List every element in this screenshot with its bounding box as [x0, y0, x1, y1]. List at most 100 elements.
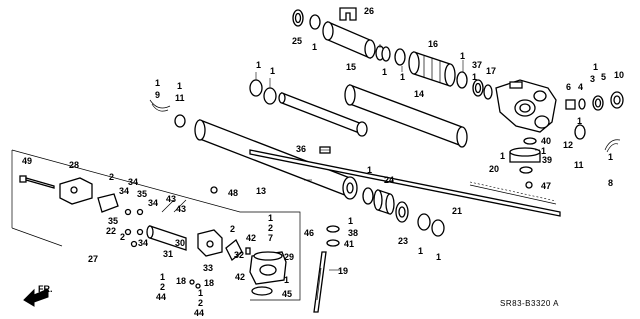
callout-7: 7 [268, 233, 273, 243]
callout-44: 44 [194, 308, 204, 318]
part-39-washer [519, 166, 533, 174]
callout-14: 14 [414, 89, 424, 99]
callout-18: 18 [176, 276, 186, 286]
part-47-bolt [525, 181, 533, 189]
part-ring-mid2 [394, 48, 406, 66]
callout-8: 8 [608, 178, 613, 188]
part-14-boot [344, 84, 468, 148]
callout-2: 2 [230, 224, 235, 234]
callout-1: 1 [593, 62, 598, 72]
callout-1: 1 [348, 216, 353, 226]
callout-11: 11 [175, 93, 185, 103]
callout-1: 1 [382, 67, 387, 77]
part-gearbox-housing [495, 79, 557, 133]
callout-1: 1 [284, 275, 289, 285]
part-19-pinion-shaft [313, 251, 327, 313]
part-26-clip [339, 7, 357, 21]
callout-18: 18 [204, 278, 214, 288]
callout-1: 1 [500, 151, 505, 161]
callout-1: 1 [312, 42, 317, 52]
part-25-seal [292, 9, 304, 27]
part-45-oring [251, 286, 273, 296]
callout-2: 2 [120, 232, 125, 242]
callout-1: 1 [436, 252, 441, 262]
callout-27: 27 [88, 254, 98, 264]
callout-46: 46 [304, 228, 314, 238]
diagram-code: SR83-B3320 A [500, 299, 559, 308]
part-9-clip [149, 99, 171, 112]
part-40-washer [523, 137, 537, 145]
part-16-valve-body [408, 51, 456, 87]
part-6-nut [565, 99, 576, 110]
part-2-gasket [225, 238, 243, 262]
callout-9: 9 [155, 90, 160, 100]
part-5-spring [592, 95, 604, 111]
callout-2: 2 [160, 282, 165, 292]
part-24-bushing [373, 189, 395, 215]
callout-33: 33 [203, 263, 213, 273]
callout-23: 23 [398, 236, 408, 246]
callout-34: 34 [148, 198, 158, 208]
callout-48: 48 [228, 188, 238, 198]
callout-1: 1 [268, 213, 273, 223]
part-tube-upper [278, 92, 368, 137]
callout-15: 15 [346, 62, 356, 72]
callout-5: 5 [601, 72, 606, 82]
part-11-ring-right [574, 124, 586, 140]
part-38-washer [326, 225, 340, 233]
callout-41: 41 [344, 239, 354, 249]
callout-30: 30 [175, 238, 185, 248]
callout-45: 45 [282, 289, 292, 299]
callout-2: 2 [198, 298, 203, 308]
callout-2: 2 [268, 223, 273, 233]
callout-16: 16 [428, 39, 438, 49]
callout-47: 47 [541, 181, 551, 191]
part-ring-mid [381, 46, 391, 62]
part-15-valve-housing [322, 21, 385, 61]
callout-12: 12 [563, 140, 573, 150]
callout-1: 1 [367, 165, 372, 175]
callout-36: 36 [296, 144, 306, 154]
callout-21: 21 [452, 206, 462, 216]
part-11-ring-left [174, 114, 186, 128]
part-10-cap [610, 91, 624, 109]
callout-26: 26 [364, 6, 374, 16]
callout-17: 17 [486, 66, 496, 76]
callout-34: 34 [128, 177, 138, 187]
callout-42: 42 [246, 233, 256, 243]
part-ring-17 [472, 79, 484, 97]
callout-4: 4 [578, 82, 583, 92]
callout-39: 39 [542, 155, 552, 165]
callout-1: 1 [577, 116, 582, 126]
callout-25: 25 [292, 36, 302, 46]
part-29-housing [249, 251, 287, 285]
part-8-clip [604, 139, 621, 153]
callout-1: 1 [541, 146, 546, 156]
part-4-ring [578, 98, 586, 110]
part-18-screw [189, 279, 201, 289]
part-ring-left [483, 84, 493, 100]
callout-1: 1 [256, 60, 261, 70]
callout-29: 29 [284, 252, 294, 262]
callout-11: 11 [574, 160, 584, 170]
part-42-pin [245, 247, 251, 255]
part-valve-body-30 [146, 225, 187, 251]
callout-37: 37 [472, 60, 482, 70]
callout-40: 40 [541, 136, 551, 146]
part-ring-mid-row [362, 187, 374, 205]
callout-1: 1 [160, 272, 165, 282]
callout-35: 35 [137, 189, 147, 199]
callout-38: 38 [348, 228, 358, 238]
part-fasteners-small [124, 208, 144, 248]
callout-31: 31 [163, 249, 173, 259]
callout-22: 22 [106, 226, 116, 236]
callout-34: 34 [119, 186, 129, 196]
callout-34: 34 [138, 238, 148, 248]
callout-35: 35 [108, 216, 118, 226]
part-28-block [59, 177, 93, 205]
callout-1: 1 [198, 288, 203, 298]
callout-1: 1 [270, 66, 275, 76]
callout-1: 1 [177, 81, 182, 91]
part-valve-block-33 [197, 229, 223, 257]
part-plate-34 [97, 193, 119, 213]
